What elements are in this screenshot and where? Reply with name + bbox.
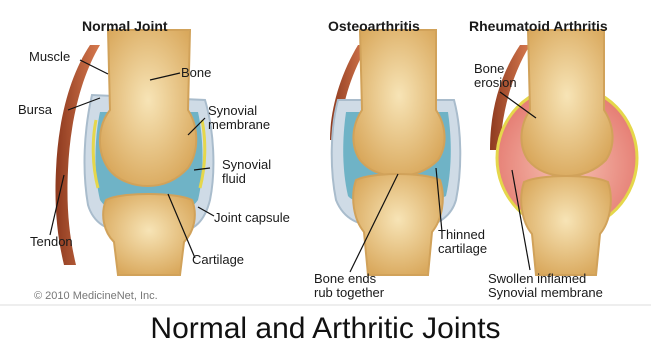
label-cartilage: Cartilage	[192, 253, 244, 267]
osteo-lower-bone	[353, 174, 443, 275]
label-muscle: Muscle	[29, 50, 70, 64]
osteoarthritis-title: Osteoarthritis	[328, 18, 420, 34]
label-bursa: Bursa	[18, 103, 52, 117]
label-joint-capsule: Joint capsule	[214, 211, 290, 225]
label-bone-ends: Bone ends rub together	[314, 272, 384, 300]
label-thinned-cartilage: Thinned cartilage	[438, 228, 487, 256]
lower-bone	[103, 194, 195, 275]
label-synovial-membrane: Synovial membrane	[208, 104, 270, 132]
rheumatoid-title: Rheumatoid Arthritis	[469, 18, 608, 34]
osteo-upper-bone	[353, 30, 444, 176]
label-tendon: Tendon	[30, 235, 73, 249]
copyright-text: © 2010 MedicineNet, Inc.	[34, 290, 158, 302]
label-bone-erosion: Bone erosion	[474, 62, 517, 90]
upper-bone	[100, 30, 196, 186]
label-synovial-fluid: Synovial fluid	[222, 158, 271, 186]
rheum-lower-bone	[521, 176, 611, 275]
rheum-upper-bone	[521, 30, 612, 176]
label-swollen-membrane: Swollen inflamed Synovial membrane	[488, 272, 603, 300]
label-bone: Bone	[181, 66, 211, 80]
normal-joint-title: Normal Joint	[82, 18, 168, 34]
main-title: Normal and Arthritic Joints	[0, 312, 651, 346]
